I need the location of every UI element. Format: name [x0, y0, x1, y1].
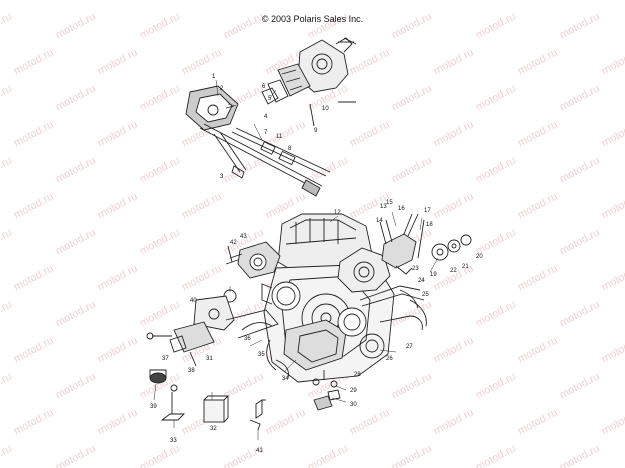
intake-boot [185, 85, 239, 131]
lower-components [160, 370, 341, 431]
callout-15: 15 [386, 200, 393, 206]
callout-41: 41 [256, 448, 263, 454]
callout-4: 4 [264, 114, 268, 120]
callout-27: 27 [406, 344, 413, 350]
carburetor-upper-assembly [261, 37, 354, 105]
callout-43: 43 [240, 234, 247, 240]
callout-18: 18 [426, 222, 433, 228]
callout-29: 29 [350, 388, 357, 394]
callout-25: 25 [422, 292, 429, 298]
callout-13: 13 [380, 204, 387, 210]
callout-40: 40 [190, 298, 197, 304]
callout-26: 26 [386, 356, 393, 362]
copyright-notice: © 2003 Polaris Sales Inc. [261, 14, 364, 24]
callout-2: 2 [220, 86, 224, 92]
callout-14: 14 [376, 218, 383, 224]
callout-24: 24 [418, 278, 425, 284]
callout-5: 5 [268, 96, 272, 102]
linkage-rods [199, 37, 357, 197]
callout-23: 23 [412, 266, 419, 272]
intake-left [223, 241, 281, 303]
callout-7: 7 [264, 130, 268, 136]
callout-34: 34 [282, 376, 289, 382]
carburetor-right [337, 213, 472, 293]
callout-35: 35 [258, 352, 265, 358]
engine-block [261, 213, 425, 383]
callout-32: 32 [210, 426, 217, 432]
callout-31: 31 [206, 356, 213, 362]
callout-38: 38 [188, 368, 195, 374]
callout-30: 30 [350, 402, 357, 408]
callout-42: 42 [230, 240, 237, 246]
callout-33: 33 [170, 438, 177, 444]
hoses [241, 299, 427, 379]
callout-16: 16 [398, 206, 405, 212]
callout-12: 12 [334, 210, 341, 216]
callout-9: 9 [314, 128, 318, 134]
callout-28: 28 [354, 372, 361, 378]
callout-10: 10 [322, 106, 329, 112]
callout-21: 21 [462, 264, 469, 270]
callout-8: 8 [288, 146, 292, 152]
callout-20: 20 [476, 254, 483, 260]
callout-39: 39 [150, 404, 157, 410]
callout-3: 3 [220, 174, 224, 180]
callout-11: 11 [276, 134, 283, 140]
callout-6: 6 [262, 84, 266, 90]
mounting-bracket [146, 295, 279, 384]
callout-22: 22 [450, 268, 457, 274]
callout-17: 17 [424, 208, 431, 214]
leader-lines [153, 79, 439, 440]
callout-37: 37 [162, 356, 169, 362]
callout-19: 19 [430, 272, 437, 278]
callout-labels: 1 2 3 4 5 6 7 8 9 10 11 12 13 14 15 16 1… [150, 74, 483, 454]
callout-1: 1 [212, 74, 216, 80]
callout-36: 36 [244, 336, 251, 342]
